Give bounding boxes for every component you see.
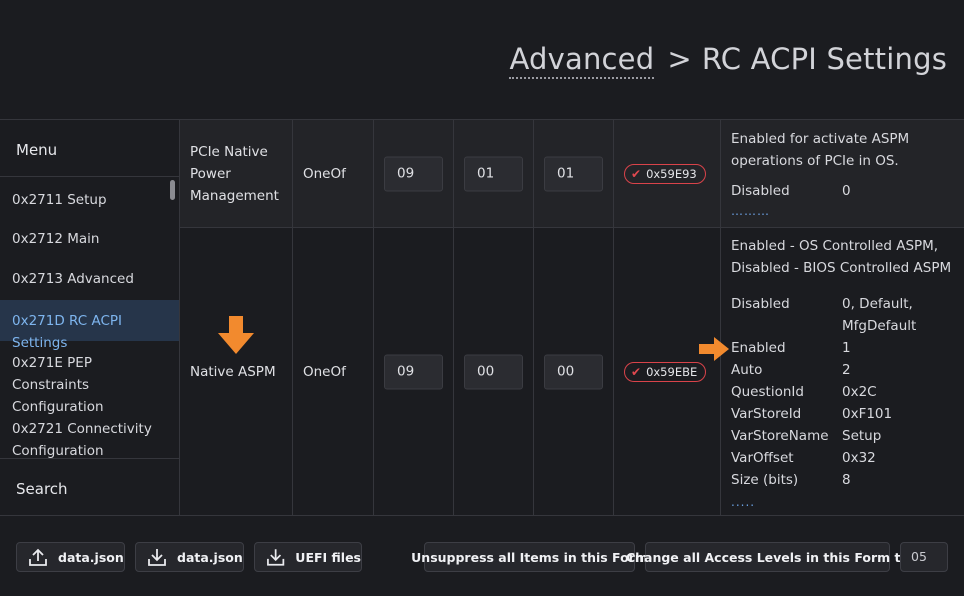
check-icon: ✔ (631, 365, 642, 379)
export-json-label: data.json (58, 549, 124, 565)
option-value: 0, Default, MfgDefault (842, 296, 917, 334)
option-value: 0 (842, 183, 851, 197)
value-field-2[interactable]: 00 (464, 354, 523, 390)
breadcrumb: Advanced > RC ACPI Settings (509, 42, 947, 79)
download-json-button[interactable]: data.json (135, 542, 244, 572)
settings-table: PCIe Native Power Management OneOf 09 01… (180, 119, 964, 516)
sidebar-item-advanced[interactable]: 0x2713 Advanced (12, 271, 134, 287)
option-key: Disabled (731, 296, 790, 312)
sidebar-item-setup[interactable]: 0x2711 Setup (12, 192, 107, 208)
search-area[interactable]: Search (0, 458, 179, 517)
table-row: Native ASPM OneOf 09 00 00 ✔ 0x59EBE Enab… (180, 228, 964, 516)
help-text: Enabled - OS Controlled ASPM, Disabled -… (731, 235, 958, 509)
option-value: 0x32 (842, 450, 876, 466)
value-field-3[interactable]: 00 (544, 354, 603, 390)
setting-name: PCIe Native Power Management (190, 143, 279, 204)
uefi-files-label: UEFI files (295, 549, 361, 565)
expand-help-link[interactable]: ……… (731, 204, 770, 218)
download-icon (267, 549, 285, 566)
option-row: VarOffset 0x32 (731, 447, 958, 469)
option-key: Disabled (731, 183, 790, 197)
search-label[interactable]: Search (16, 480, 68, 498)
unsuppress-all-button[interactable]: Unsuppress all Items in this Form (411, 542, 648, 572)
option-key: VarStoreName (731, 428, 829, 444)
sidebar-item-connectivity[interactable]: 0x2721 Connectivity Configuration (12, 421, 152, 459)
menu-list[interactable]: 0x2711 Setup 0x2712 Main 0x2713 Advanced… (0, 176, 179, 459)
option-row: QuestionId 0x2C (731, 381, 958, 403)
table-row: PCIe Native Power Management OneOf 09 01… (180, 120, 964, 228)
option-row: VarStoreName Setup (731, 425, 958, 447)
sidebar-item-pep-constraints[interactable]: 0x271E PEP Constraints Configuration (12, 355, 104, 415)
option-value: 8 (842, 472, 851, 488)
value-field-1[interactable]: 09 (384, 156, 443, 191)
help-text: Enabled for activate ASPM operations of … (731, 128, 958, 197)
header: Advanced > RC ACPI Settings (0, 0, 964, 119)
access-level-input[interactable]: 05 (900, 542, 948, 572)
option-key: Auto (731, 362, 763, 378)
upload-icon (29, 548, 47, 566)
option-row: Disabled 0 (731, 180, 958, 197)
value-field-3[interactable]: 01 (544, 156, 603, 191)
checksum-value: 0x59E93 (646, 166, 697, 181)
sidebar: Menu 0x2711 Setup 0x2712 Main 0x2713 Adv… (0, 119, 180, 516)
page-title: RC ACPI Settings (701, 42, 947, 76)
option-key: VarOffset (731, 450, 794, 466)
option-row: Enabled 1 (731, 337, 958, 359)
value-field-2[interactable]: 01 (464, 156, 523, 191)
change-access-levels-button[interactable]: Change all Access Levels in this Form to (626, 542, 909, 572)
help-description: Enabled - OS Controlled ASPM, Disabled -… (731, 238, 952, 276)
setting-type: OneOf (303, 364, 346, 380)
option-key: VarStoreId (731, 406, 802, 422)
option-value: 0xF101 (842, 406, 893, 422)
arrow-down-icon (218, 316, 254, 354)
setting-name: Native ASPM (190, 364, 276, 380)
option-value: 2 (842, 362, 851, 378)
value-field-1[interactable]: 09 (384, 354, 443, 390)
sidebar-scrollbar[interactable] (170, 180, 175, 200)
option-value: 0x2C (842, 384, 877, 400)
option-key: Enabled (731, 340, 786, 356)
option-row: Disabled 0, Default, MfgDefault (731, 293, 958, 337)
arrow-right-icon (699, 337, 729, 361)
uefi-files-button[interactable]: UEFI files (254, 542, 362, 572)
menu-title: Menu (16, 141, 58, 159)
sidebar-item-main[interactable]: 0x2712 Main (12, 231, 100, 247)
checksum-badge[interactable]: ✔ 0x59EBE (624, 362, 707, 382)
download-json-label: data.json (177, 549, 243, 565)
checksum-badge[interactable]: ✔ 0x59E93 (624, 163, 706, 184)
help-description: Enabled for activate ASPM operations of … (731, 131, 910, 169)
option-value: Setup (842, 428, 882, 444)
download-icon (148, 549, 166, 566)
breadcrumb-separator: > (667, 42, 692, 76)
option-row: Auto 2 (731, 359, 958, 381)
export-json-button[interactable]: data.json (16, 542, 125, 572)
option-row: VarStoreId 0xF101 (731, 403, 958, 425)
option-value: 1 (842, 340, 851, 356)
footer-toolbar: data.json data.json UEFI files Unsuppres… (0, 515, 964, 596)
option-row: Size (bits) 8 (731, 469, 958, 491)
check-icon: ✔ (631, 166, 642, 181)
option-key: Size (bits) (731, 472, 799, 488)
setting-type: OneOf (303, 165, 346, 182)
expand-help-link[interactable]: ..... (731, 495, 756, 509)
breadcrumb-parent-link[interactable]: Advanced (509, 42, 655, 79)
sidebar-item-rc-acpi-settings[interactable]: 0x271D RC ACPI Settings (0, 300, 179, 351)
checksum-value: 0x59EBE (646, 365, 698, 379)
option-key: QuestionId (731, 384, 804, 400)
